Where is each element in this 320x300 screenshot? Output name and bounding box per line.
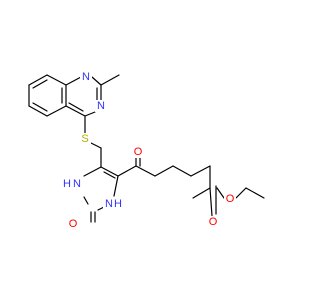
imidazole-n3-label: N bbox=[105, 198, 113, 210]
bond bbox=[32, 79, 48, 89]
bond bbox=[28, 105, 48, 117]
bond bbox=[235, 187, 247, 199]
bond bbox=[190, 165, 211, 177]
bond bbox=[154, 165, 174, 177]
bond bbox=[65, 76, 82, 86]
bond bbox=[83, 166, 102, 177]
imidazole-n1-h-label: H bbox=[63, 178, 71, 190]
ketone-oxygen-label: O bbox=[134, 146, 143, 158]
bond bbox=[245, 187, 265, 199]
bond bbox=[32, 102, 48, 112]
bond bbox=[100, 166, 119, 177]
imidazolone-oxygen-label: O bbox=[69, 218, 78, 230]
atom-labels-layer: N N S H N N H O O O O bbox=[62, 71, 236, 230]
bond bbox=[46, 74, 67, 86]
thioether-sulfur-label: S bbox=[81, 133, 88, 145]
bond bbox=[90, 142, 102, 149]
bond bbox=[103, 171, 116, 179]
bond bbox=[113, 175, 119, 197]
ester-ether-oxygen-label: O bbox=[226, 193, 235, 205]
bond bbox=[209, 187, 213, 217]
bond bbox=[117, 165, 137, 177]
bond bbox=[83, 196, 89, 205]
bond bbox=[216, 187, 225, 199]
ester-carbonyl-oxygen-label: O bbox=[209, 216, 218, 228]
bond bbox=[28, 74, 48, 86]
quinazoline-n3-label: N bbox=[97, 100, 105, 112]
bond bbox=[65, 105, 86, 117]
bond bbox=[135, 165, 156, 177]
bond bbox=[172, 165, 192, 177]
bond bbox=[68, 102, 84, 112]
bond bbox=[84, 111, 96, 117]
bond bbox=[100, 74, 120, 86]
imidazole-n3-h-label: H bbox=[114, 198, 122, 210]
chemical-structure-diagram: N N S H N N H O O O O bbox=[28, 71, 265, 230]
bond bbox=[46, 105, 67, 117]
bonds-layer bbox=[28, 74, 265, 223]
bond bbox=[91, 76, 102, 86]
quinazoline-n1-label: N bbox=[82, 71, 90, 83]
imidazole-n1-n-label: N bbox=[73, 178, 81, 190]
bond bbox=[192, 187, 211, 199]
